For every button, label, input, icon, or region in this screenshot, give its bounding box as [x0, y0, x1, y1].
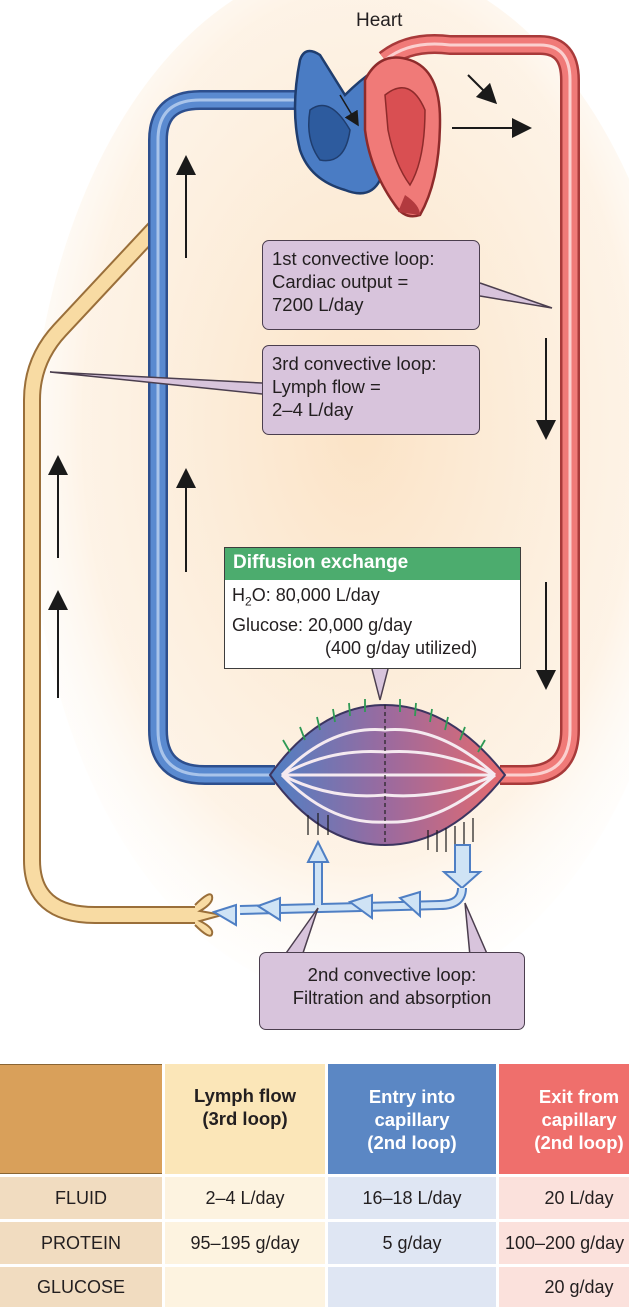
cell-protein-lymph: 95–195 g/day	[165, 1222, 325, 1264]
heart-illustration	[293, 49, 442, 218]
loop1-line1: 1st convective loop:	[272, 248, 435, 269]
cell-glucose-entry	[328, 1267, 496, 1307]
loop2-callout: 2nd convective loop: Filtration and abso…	[259, 952, 525, 1030]
diffusion-title: Diffusion exchange	[225, 548, 520, 580]
loop3-line1: 3rd convective loop:	[272, 353, 437, 374]
diffusion-exchange-box: Diffusion exchange H2O: 80,000 L/day Glu…	[224, 547, 521, 669]
row-label-protein: PROTEIN	[0, 1222, 162, 1264]
row-label-fluid: FLUID	[0, 1177, 162, 1219]
cell-protein-entry: 5 g/day	[328, 1222, 496, 1264]
diffusion-h2o: H2O: 80,000 L/day	[232, 585, 380, 609]
diffusion-utilized: (400 g/day utilized)	[325, 637, 478, 658]
heart-label: Heart	[356, 10, 403, 31]
diffusion-glucose: Glucose: 20,000 g/day	[232, 614, 413, 635]
capillary-bed	[268, 699, 507, 852]
loop2-line2: Filtration and absorption	[292, 987, 492, 1008]
callout-pointers	[49, 282, 553, 957]
table-header-corner	[0, 1064, 162, 1174]
loop3-line2: Lymph flow =	[272, 376, 381, 397]
cell-glucose-exit: 20 g/day	[499, 1267, 629, 1307]
loop2-line1: 2nd convective loop:	[307, 964, 477, 985]
flow-arrows	[48, 74, 556, 698]
row-label-glucose: GLUCOSE	[0, 1267, 162, 1307]
circulation-diagram	[23, 0, 629, 1000]
loop1-line2: Cardiac output =	[272, 271, 409, 292]
cell-glucose-lymph	[165, 1267, 325, 1307]
loop1-line3: 7200 L/day	[272, 294, 364, 315]
cell-fluid-entry: 16–18 L/day	[328, 1177, 496, 1219]
loop3-callout: 3rd convective loop: Lymph flow = 2–4 L/…	[262, 345, 480, 435]
cell-protein-exit: 100–200 g/day	[499, 1222, 629, 1264]
table-header-lymph: Lymph flow(3rd loop)	[165, 1064, 325, 1174]
cell-fluid-exit: 20 L/day	[499, 1177, 629, 1219]
loop1-callout: 1st convective loop: Cardiac output = 72…	[262, 240, 480, 330]
cell-fluid-lymph: 2–4 L/day	[165, 1177, 325, 1219]
loop3-line3: 2–4 L/day	[272, 399, 354, 420]
filtration-loop	[211, 839, 483, 927]
